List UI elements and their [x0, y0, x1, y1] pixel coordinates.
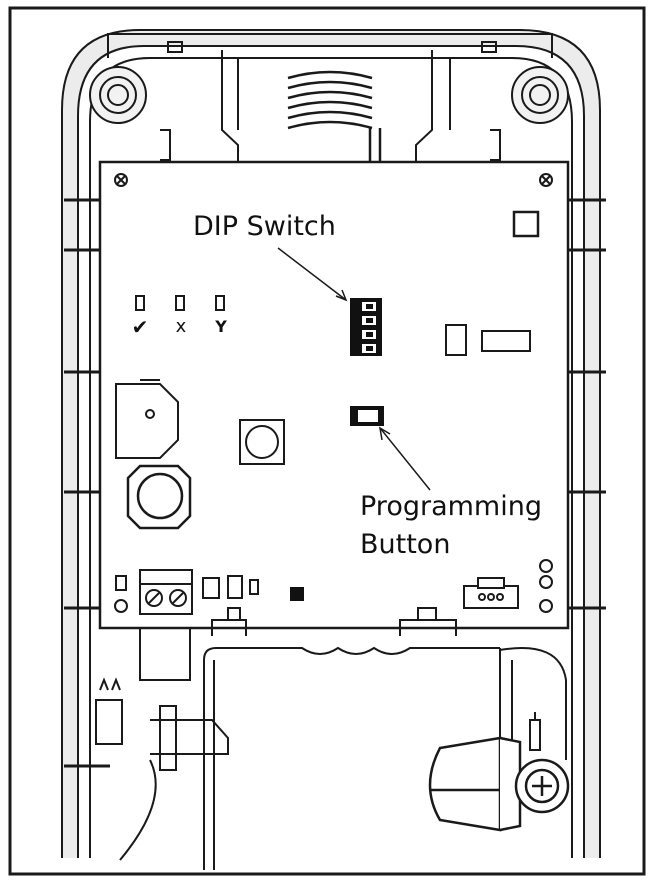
- connector: [463, 577, 519, 609]
- led-fault: [175, 295, 185, 311]
- top-clip-right: [415, 41, 501, 166]
- board-screw-left: [114, 173, 128, 187]
- led-signal: [215, 295, 225, 311]
- circuit-board: [98, 160, 570, 630]
- mounting-boss-left: [89, 66, 147, 124]
- terminal-block: [139, 569, 193, 615]
- board-bottom-clips: [211, 607, 457, 636]
- mounting-boss-right: [511, 66, 569, 124]
- battery-contact: [126, 464, 192, 530]
- board-component-square: [512, 210, 540, 238]
- programming-button-label-line2: Button: [360, 529, 451, 560]
- cam-lock: [428, 736, 570, 832]
- board-small-parts: [114, 575, 259, 613]
- board-component-small: [445, 324, 467, 356]
- dip-switch-label-text: DIP Switch: [193, 211, 336, 242]
- led-signal-symbol: Y: [214, 317, 227, 336]
- programming-button-label-line1: Programming: [360, 491, 542, 522]
- board-screw-right: [539, 173, 553, 187]
- board-chip: [290, 587, 304, 601]
- side-ribs: [64, 198, 606, 768]
- led-ok-symbol: ✔: [132, 315, 149, 339]
- programming-button: [350, 406, 384, 426]
- dip-switch-label: DIP Switch: [193, 208, 336, 246]
- programming-button-label: Programming Button: [360, 488, 542, 564]
- board-small-rings: [539, 559, 553, 613]
- buzzer: [115, 379, 179, 459]
- lower-compartment: [95, 628, 567, 870]
- dip-switch: [350, 298, 382, 356]
- tamper-switch: [239, 419, 285, 465]
- callout-leaders: [277, 247, 431, 491]
- board-component-rect: [481, 330, 531, 352]
- led-fault-symbol: x: [176, 316, 187, 337]
- led-ok: [135, 295, 145, 311]
